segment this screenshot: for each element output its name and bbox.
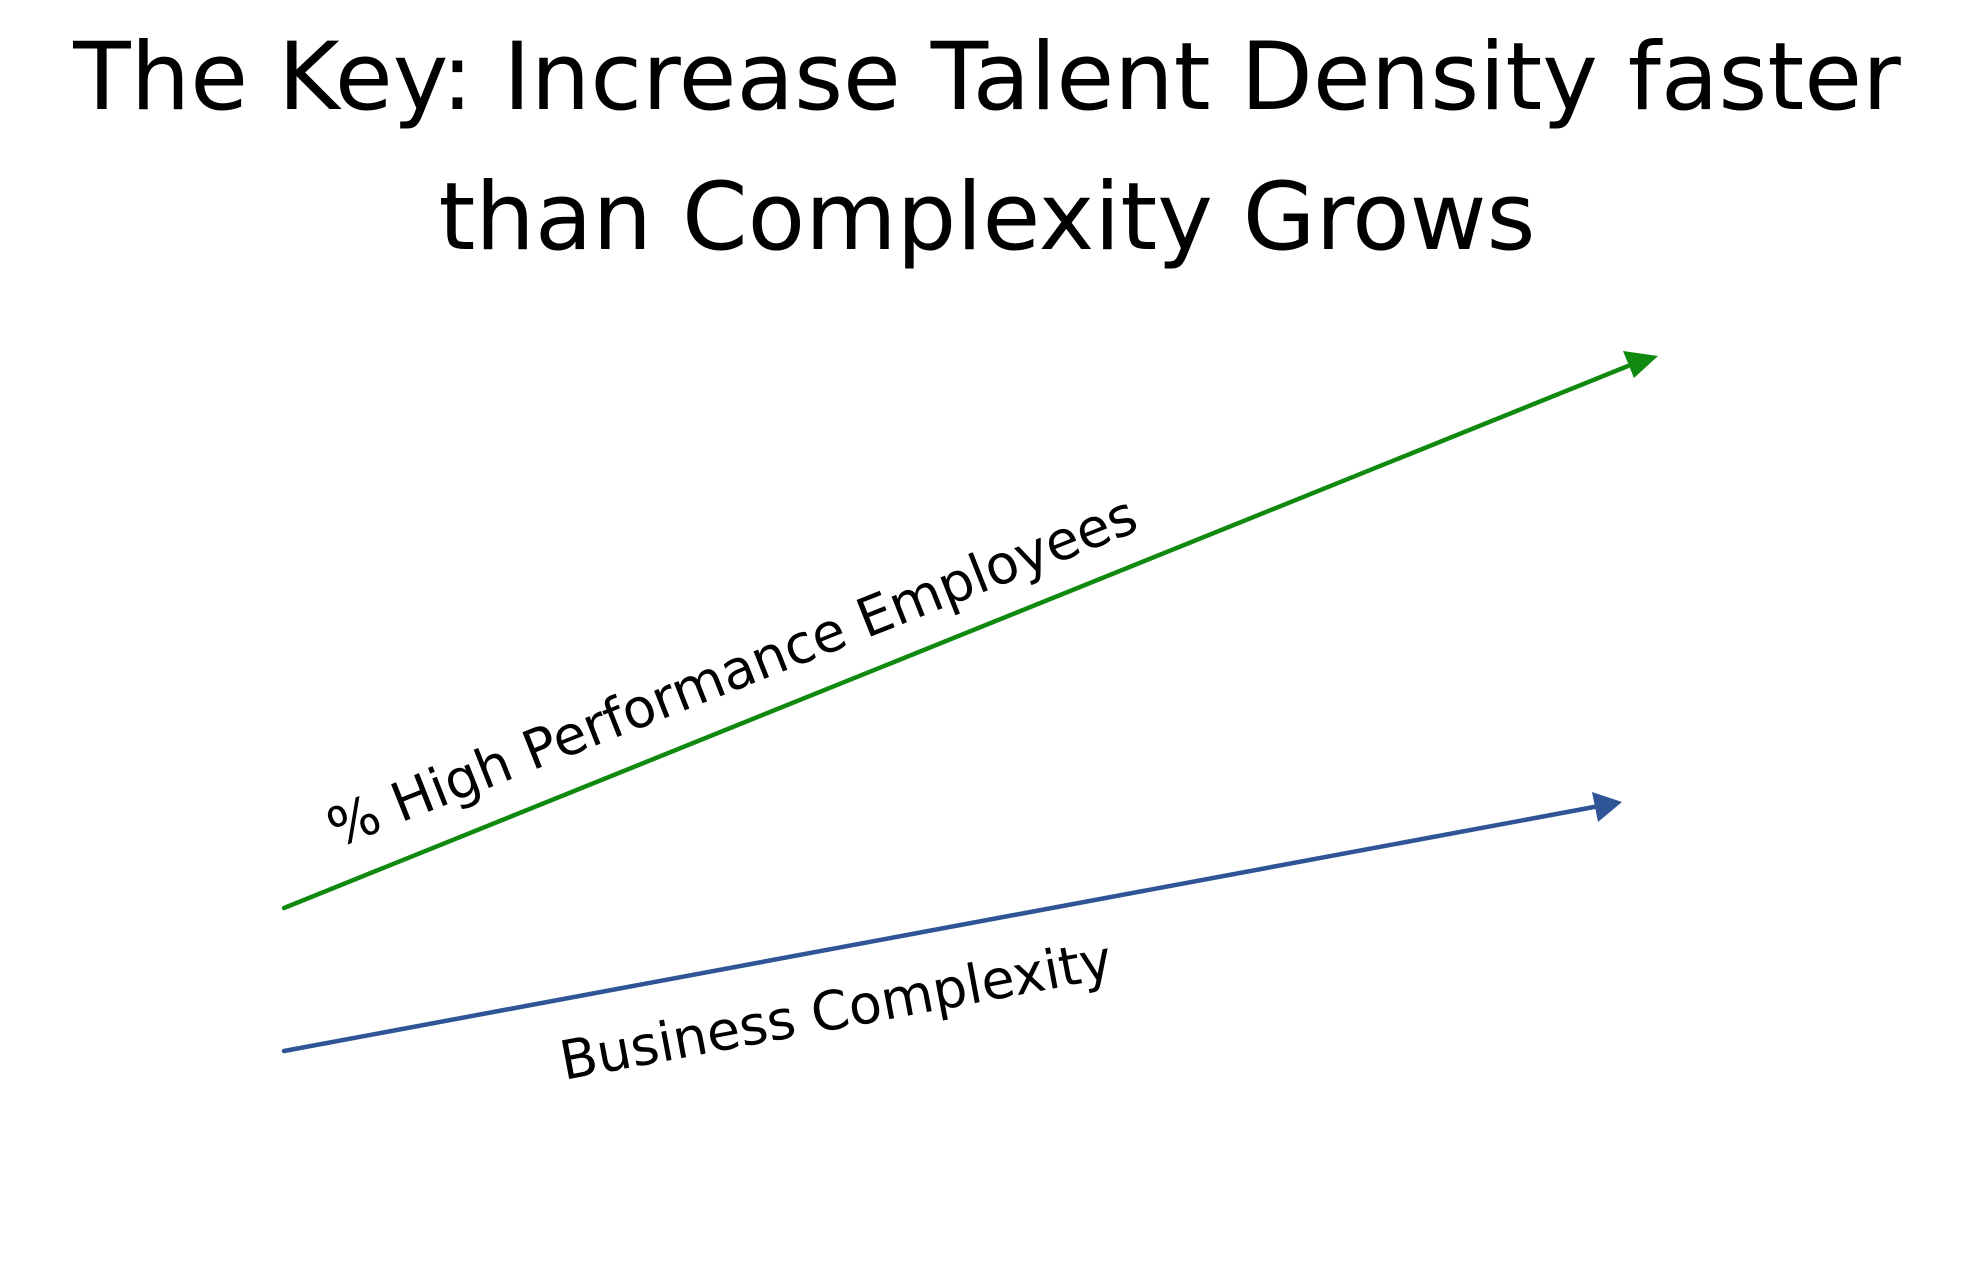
title-line-2: than Complexity Grows: [438, 163, 1536, 272]
high-performance-arrow: % High Performance Employees: [281, 351, 1658, 911]
business-complexity-arrowhead-icon: [1592, 792, 1622, 822]
high-performance-arrow-line: [281, 363, 1631, 911]
high-performance-arrow-label: % High Performance Employees: [319, 483, 1146, 860]
business-complexity-arrow-line: [281, 804, 1597, 1054]
business-complexity-arrow: Business Complexity: [281, 792, 1622, 1093]
business-complexity-arrow-label: Business Complexity: [555, 928, 1117, 1093]
high-performance-arrowhead-icon: [1623, 351, 1658, 378]
slide-title: The Key: Increase Talent Density faster …: [0, 8, 1974, 288]
title-line-1: The Key: Increase Talent Density faster: [73, 23, 1901, 132]
